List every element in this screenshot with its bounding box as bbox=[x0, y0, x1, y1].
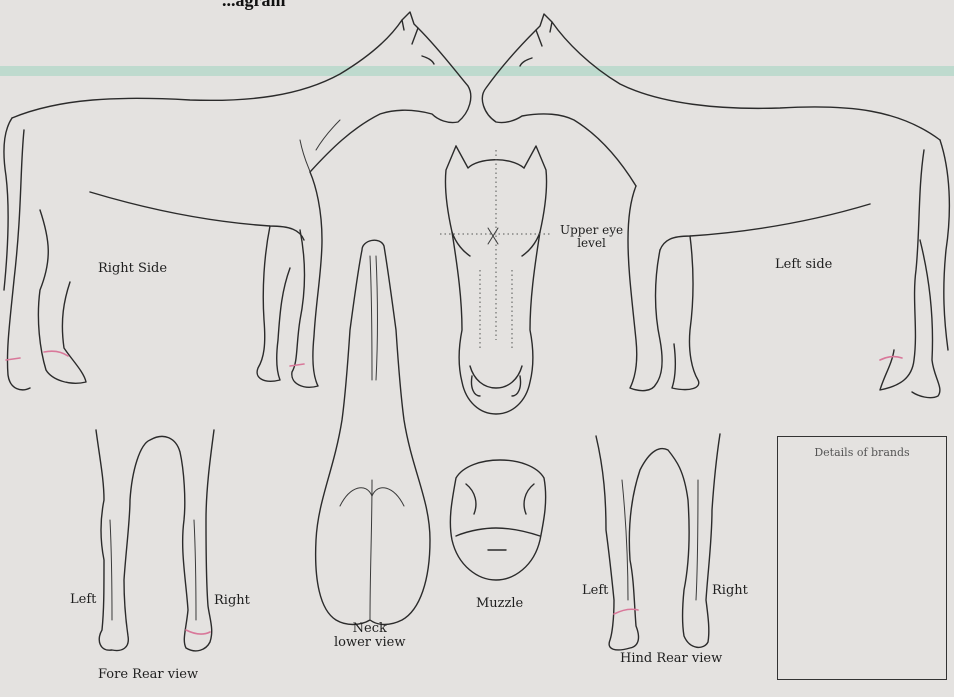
muzzle-label: Muzzle bbox=[476, 597, 523, 611]
head-front-view bbox=[440, 146, 552, 414]
scan-band bbox=[0, 66, 954, 76]
header-fragment: ...agram bbox=[222, 0, 285, 10]
hind-rear-view bbox=[596, 434, 720, 650]
hind-rear-view-label: Hind Rear view bbox=[620, 652, 722, 666]
brand-details-label: Details of brands bbox=[778, 447, 946, 459]
fore-rear-view bbox=[96, 430, 214, 651]
brand-details-box[interactable]: Details of brands bbox=[777, 436, 947, 680]
neck-lower-view bbox=[316, 240, 430, 624]
hind-right-label: Right bbox=[712, 584, 748, 598]
upper-eye-level-label: Upper eye level bbox=[560, 224, 623, 250]
fore-right-label: Right bbox=[214, 594, 250, 608]
right-side-label: Right Side bbox=[98, 262, 167, 276]
fore-rear-view-label: Fore Rear view bbox=[98, 668, 198, 682]
left-side-label: Left side bbox=[775, 258, 832, 272]
neck-lower-view-label: Neck lower view bbox=[334, 622, 405, 651]
hind-left-label: Left bbox=[582, 584, 608, 598]
muzzle-view bbox=[450, 460, 545, 580]
fore-left-label: Left bbox=[70, 593, 96, 607]
